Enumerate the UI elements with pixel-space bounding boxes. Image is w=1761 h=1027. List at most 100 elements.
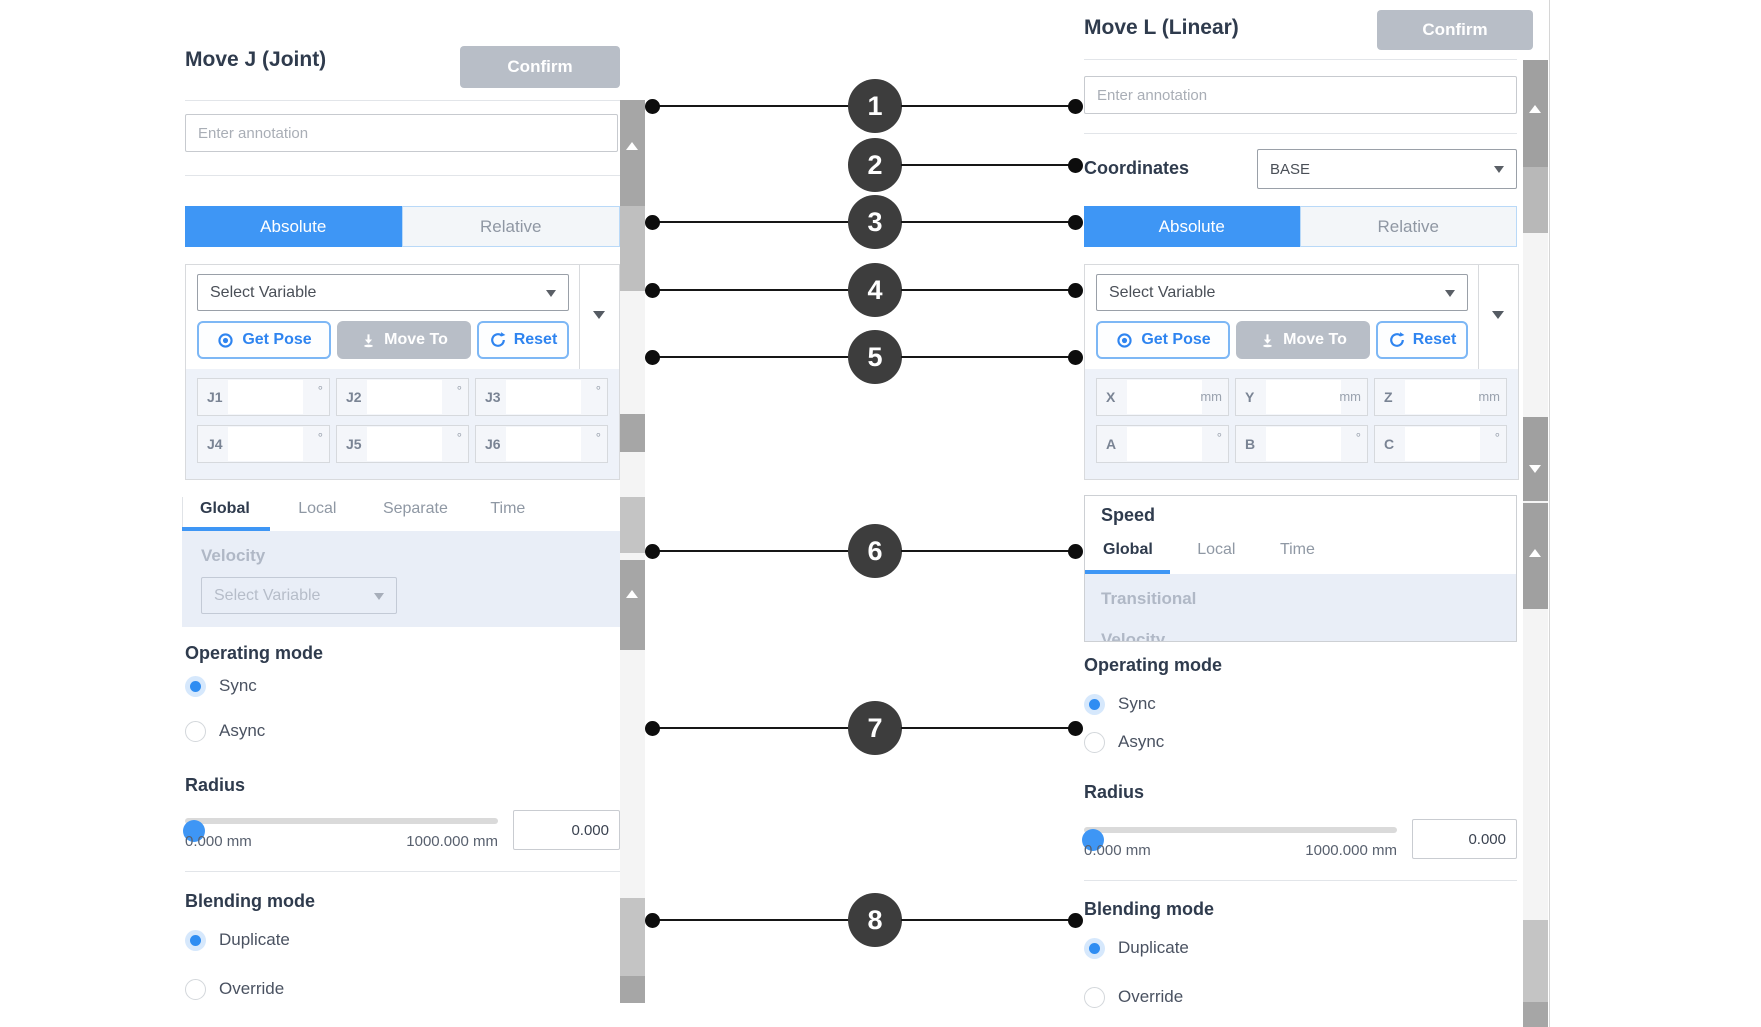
tab-absolute[interactable]: Absolute: [1084, 206, 1300, 247]
scrollbar-thumb[interactable]: [1523, 503, 1548, 609]
move-to-button[interactable]: Move To: [1236, 321, 1370, 359]
position-fields-zone: X mm Y mm Z mm A °: [1085, 369, 1518, 479]
scrollbar-thumb[interactable]: [620, 206, 645, 291]
radius-slider-track[interactable]: [1082, 827, 1397, 851]
radius-min-label: 0.000 mm: [185, 833, 252, 850]
speed-tab-separate[interactable]: Separate: [382, 500, 448, 517]
coordinate-frame-value: BASE: [1270, 160, 1311, 178]
unit-label: °: [456, 383, 462, 398]
speed-tab-global[interactable]: Global: [200, 500, 250, 517]
annotation-input[interactable]: [1084, 76, 1517, 114]
scroll-up-arrow-icon: [1529, 105, 1541, 113]
speed-tab-local[interactable]: Local: [1197, 541, 1236, 558]
variable-select[interactable]: Select Variable: [197, 274, 569, 311]
radio-async[interactable]: Async: [1084, 730, 1164, 754]
joint-input[interactable]: [506, 380, 581, 414]
position-input[interactable]: [1266, 427, 1341, 461]
joint-input[interactable]: [367, 380, 442, 414]
scrollbar-thumb[interactable]: [1523, 920, 1548, 1002]
scrollbar-thumb[interactable]: [1523, 60, 1548, 167]
position-input[interactable]: [1405, 427, 1480, 461]
speed-tab-time[interactable]: Time: [1279, 541, 1315, 558]
scrollbar-thumb[interactable]: [620, 100, 645, 206]
confirm-button[interactable]: Confirm: [460, 46, 620, 88]
velocity-select[interactable]: Select Variable: [201, 577, 397, 614]
divider: [1478, 265, 1479, 369]
scrollbar-thumb[interactable]: [1523, 167, 1548, 233]
radius-slider-knob[interactable]: [1082, 829, 1104, 851]
tab-relative[interactable]: Relative: [401, 206, 620, 247]
position-field-b: B °: [1235, 425, 1368, 463]
scrollbar-thumb[interactable]: [620, 898, 645, 976]
radio-sync[interactable]: Sync: [185, 674, 257, 698]
joint-row-2: J4 ° J5 ° J6 °: [197, 425, 608, 463]
scrollbar-thumb[interactable]: [1523, 1002, 1548, 1027]
page-title: Move J (Joint): [185, 48, 327, 71]
radius-max-label: 1000.000 mm: [406, 833, 498, 850]
speed-tab-local[interactable]: Local: [298, 500, 337, 517]
panel-move-l: Move L (Linear) Confirm Coordinates BASE…: [1082, 0, 1533, 1027]
joint-field-j1: J1 °: [197, 378, 330, 416]
position-input[interactable]: [1127, 427, 1202, 461]
radio-on-icon: [185, 929, 206, 951]
confirm-button[interactable]: Confirm: [1377, 10, 1533, 50]
position-input[interactable]: [1405, 380, 1480, 414]
position-row-1: X mm Y mm Z mm: [1096, 378, 1507, 416]
radio-override[interactable]: Override: [1084, 985, 1183, 1009]
joint-input[interactable]: [367, 427, 442, 461]
radius-slider: 0.000 mm 1000.000 mm: [183, 808, 620, 862]
coordinate-frame-select[interactable]: BASE: [1257, 149, 1517, 189]
position-input[interactable]: [1266, 380, 1341, 414]
target-icon: [1115, 331, 1134, 350]
joint-input[interactable]: [228, 380, 303, 414]
speed-tab-global[interactable]: Global: [1103, 541, 1153, 558]
scrollbar-thumb[interactable]: [620, 497, 645, 553]
variable-select-value: Select Variable: [1109, 283, 1216, 301]
scrollbar-thumb[interactable]: [620, 414, 645, 452]
joint-fields-zone: J1 ° J2 ° J3 ° J4: [186, 369, 619, 479]
transitional-label: Transitional: [1101, 589, 1197, 608]
position-input[interactable]: [1127, 380, 1202, 414]
tab-absolute[interactable]: Absolute: [185, 206, 402, 247]
radio-override[interactable]: Override: [185, 977, 284, 1001]
target-icon: [216, 331, 235, 350]
position-field-c: C °: [1374, 425, 1507, 463]
active-tab-underline: [1085, 570, 1170, 574]
joint-input[interactable]: [228, 427, 303, 461]
scrollbar-thumb[interactable]: [620, 976, 645, 1003]
scrollbar-thumb[interactable]: [620, 560, 645, 650]
radius-value-input[interactable]: [513, 810, 620, 850]
radius-slider-knob[interactable]: [183, 820, 205, 842]
joint-input[interactable]: [506, 427, 581, 461]
scrollbar-thumb[interactable]: [1523, 417, 1548, 501]
reset-button[interactable]: Reset: [477, 321, 569, 359]
variable-select[interactable]: Select Variable: [1096, 274, 1468, 311]
reset-button[interactable]: Reset: [1376, 321, 1468, 359]
radius-slider-track[interactable]: [183, 818, 498, 842]
chevron-down-icon: [1445, 289, 1455, 297]
get-pose-button[interactable]: Get Pose: [1096, 321, 1230, 359]
clipped-velocity-label: Velocity: [1101, 630, 1166, 641]
tab-relative[interactable]: Relative: [1299, 206, 1517, 247]
speed-tab-time[interactable]: Time: [490, 500, 526, 517]
radio-async[interactable]: Async: [185, 719, 265, 743]
radio-duplicate[interactable]: Duplicate: [185, 928, 290, 952]
divider: [185, 100, 620, 101]
radio-duplicate[interactable]: Duplicate: [1084, 936, 1189, 960]
get-pose-button[interactable]: Get Pose: [197, 321, 331, 359]
expand-caret-icon[interactable]: [593, 311, 605, 319]
expand-caret-icon[interactable]: [1492, 311, 1504, 319]
mode-tabs: Absolute Relative: [1084, 206, 1517, 247]
download-icon: [360, 332, 377, 349]
radius-title: Radius: [185, 775, 246, 795]
radio-sync[interactable]: Sync: [1084, 692, 1156, 716]
callout-number: 1: [848, 79, 902, 133]
annotation-input[interactable]: [185, 114, 618, 152]
coordinates-label: Coordinates: [1084, 158, 1190, 178]
radius-value-input[interactable]: [1412, 819, 1517, 859]
move-to-button[interactable]: Move To: [337, 321, 471, 359]
joint-field-j6: J6 °: [475, 425, 608, 463]
scroll-up-arrow-icon: [626, 590, 638, 598]
position-field-x: X mm: [1096, 378, 1229, 416]
callout-number: 4: [848, 263, 902, 317]
